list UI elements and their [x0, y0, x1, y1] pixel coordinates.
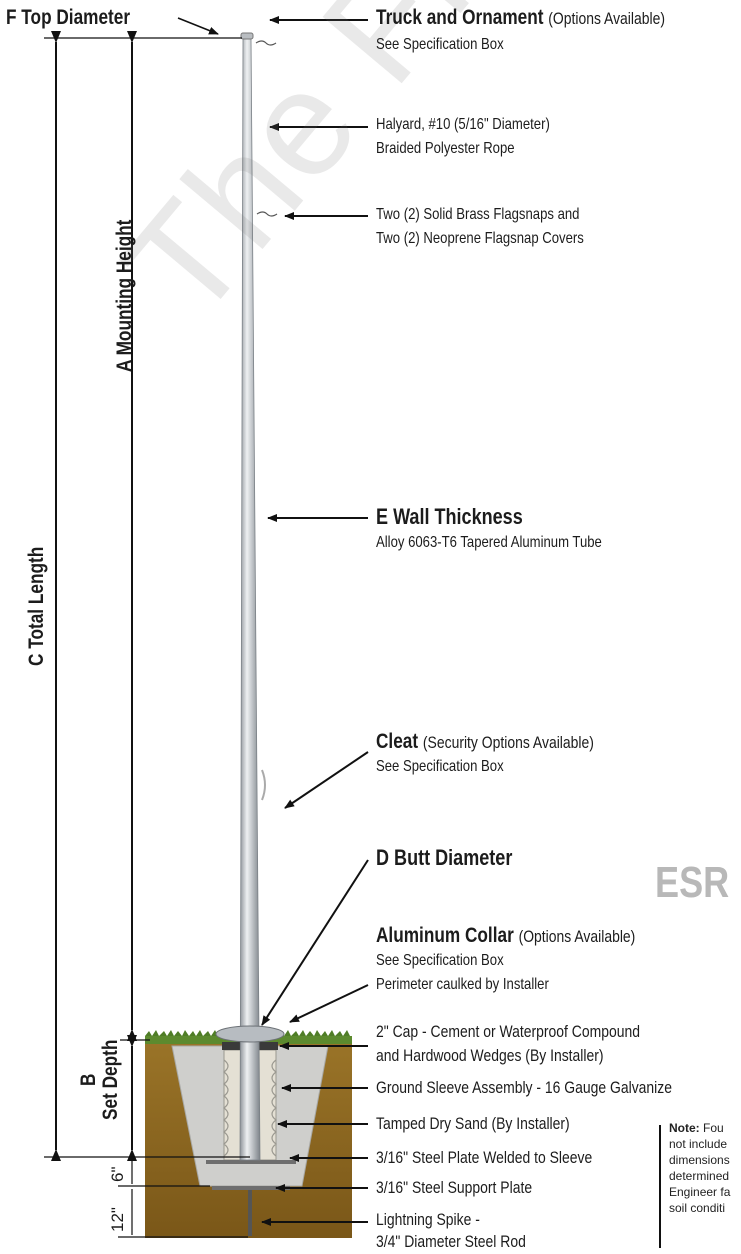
grass-blades	[145, 1030, 350, 1036]
total-length-label: C Total Length	[25, 521, 49, 666]
note-line-4: Engineer fa	[669, 1185, 731, 1199]
sand-label: Tamped Dry Sand (By Installer)	[376, 1114, 570, 1133]
truck-top	[240, 32, 254, 40]
collar-callout: Aluminum Collar (Options Available)	[376, 924, 692, 948]
note-label: Note:	[669, 1121, 700, 1135]
collar-line2: See Specification Box	[376, 952, 504, 969]
mounting-height-text: Mounting Height	[113, 219, 136, 356]
note-line-5: soil conditi	[669, 1201, 726, 1215]
collar-note: (Options Available)	[518, 927, 636, 946]
collar-line3: Perimeter caulked by Installer	[376, 976, 549, 993]
spike-line2: 3/4" Diameter Steel Rod	[376, 1232, 526, 1251]
dimension-lines	[44, 17, 250, 1238]
butt-letter: D	[376, 845, 390, 870]
cleat-callout: Cleat (Security Options Available)	[376, 730, 642, 754]
lightning-spike	[248, 1190, 252, 1236]
callout-arrows	[261, 16, 661, 1248]
cap-line1: 2" Cap - Cement or Waterproof Compound	[376, 1022, 640, 1041]
set-depth-label: B Set Depth	[77, 1022, 122, 1120]
truck-note: (Options Available)	[548, 9, 665, 28]
top-diameter-letter: F	[6, 6, 17, 29]
esr-logo: ESR	[655, 858, 730, 907]
note-line-2: dimensions	[669, 1153, 730, 1167]
butt-title: Butt Diameter	[394, 845, 513, 870]
cleat-line2: See Specification Box	[376, 758, 504, 775]
note-line-3: determined	[669, 1169, 730, 1183]
collar-title: Aluminum Collar	[376, 924, 514, 947]
aluminum-collar	[215, 1025, 285, 1043]
set-depth-letter: B	[77, 1073, 100, 1087]
butt-callout: D Butt Diameter	[376, 845, 542, 871]
truck-title: Truck and Ornament	[376, 6, 544, 29]
truck-line2: See Specification Box	[376, 36, 504, 53]
support-plate-label: 3/16" Steel Support Plate	[376, 1178, 533, 1197]
wall-title: Wall Thickness	[393, 504, 523, 529]
set-depth-text: Set Depth	[99, 1039, 122, 1120]
sleeve-corrugation	[223, 1059, 277, 1157]
halyard-line1: Halyard, #10 (5/16" Diameter)	[376, 116, 550, 133]
truck-callout: Truck and Ornament (Options Available)	[376, 6, 728, 30]
mounting-height-label: A Mounting Height	[113, 186, 137, 372]
total-length-text: Total Length	[25, 546, 48, 649]
spike-line1: Lightning Spike -	[376, 1210, 480, 1229]
flagsnaps-line1: Two (2) Solid Brass Flagsnaps and	[376, 206, 580, 223]
dim-6-label: 6"	[108, 1166, 127, 1183]
cleat	[261, 769, 266, 801]
cleat-title: Cleat	[376, 730, 419, 753]
truck-snap	[255, 40, 277, 46]
flagsnaps-mark	[256, 211, 278, 217]
flagsnaps-line2: Two (2) Neoprene Flagsnap Covers	[376, 230, 584, 247]
wall-line2: Alloy 6063-T6 Tapered Aluminum Tube	[376, 534, 602, 551]
mounting-height-letter: A	[113, 360, 136, 372]
cap-line2: and Hardwood Wedges (By Installer)	[376, 1046, 604, 1065]
halyard-line2: Braided Polyester Rope	[376, 140, 515, 157]
dim-12-label: 12"	[108, 1207, 127, 1232]
support-plate	[212, 1186, 290, 1190]
wall-callout: E Wall Thickness	[376, 504, 555, 530]
wall-letter: E	[376, 504, 389, 529]
cleat-note: (Security Options Available)	[422, 733, 594, 752]
welded-plate	[206, 1160, 296, 1164]
top-diameter-label: F Top Diameter	[6, 6, 157, 30]
note-line-1: not include	[669, 1137, 728, 1151]
note-block: Note: Fou not include dimensions determi…	[669, 1120, 730, 1216]
sleeve-label: Ground Sleeve Assembly - 16 Gauge Galvan…	[376, 1078, 673, 1097]
welded-plate-label: 3/16" Steel Plate Welded to Sleeve	[376, 1148, 593, 1167]
note-line-0: Fou	[703, 1121, 724, 1135]
total-length-letter: C	[25, 653, 48, 666]
top-diameter-text: Top Diameter	[21, 6, 131, 29]
